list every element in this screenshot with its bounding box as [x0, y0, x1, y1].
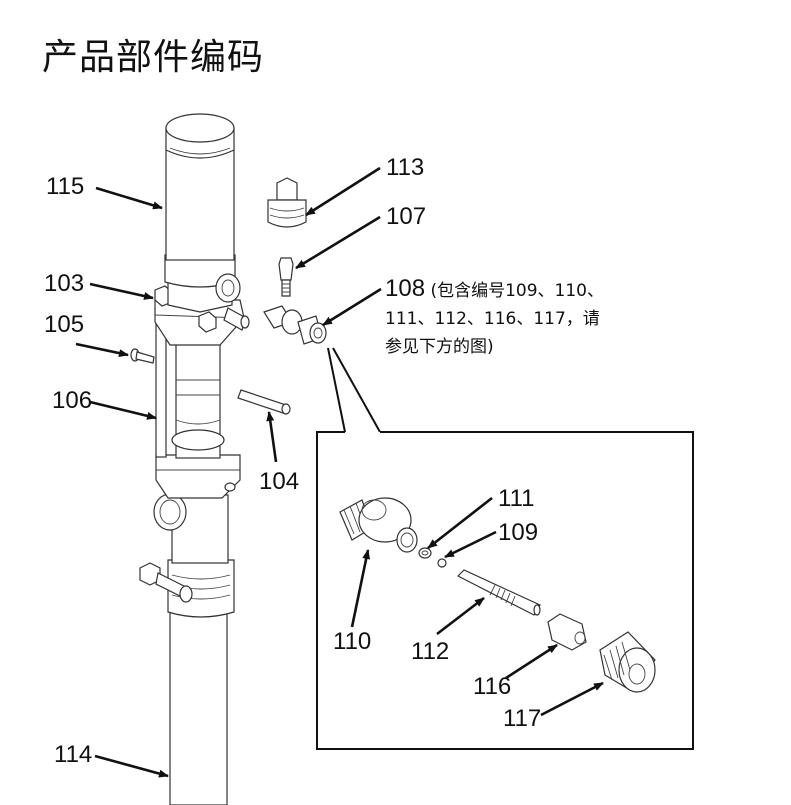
detail-part-111 — [418, 547, 432, 559]
callout-leader — [327, 347, 381, 433]
detail-part-112 — [456, 569, 541, 616]
note-108-line1: 108 (包含编号109、110、 — [385, 275, 645, 305]
leader-arrows — [75, 166, 604, 778]
detail-part-117 — [599, 631, 656, 693]
label-117: 117 — [503, 705, 541, 732]
detail-part-109 — [437, 558, 447, 568]
label-112: 112 — [411, 638, 449, 665]
label-107: 107 — [386, 203, 426, 230]
part-104-pin — [237, 389, 291, 415]
label-108: 108 — [385, 275, 426, 302]
lower-collar — [167, 559, 235, 618]
label-109: 109 — [498, 519, 538, 546]
page-title: 产品部件编码 — [42, 37, 265, 78]
label-111: 111 — [498, 485, 534, 512]
label-106: 106 — [52, 387, 92, 414]
note-108-text1: (包含编号109、110、 — [430, 281, 604, 301]
label-110: 110 — [333, 628, 371, 655]
note-108-line2: 111、112、116、117，请 — [385, 309, 600, 329]
detail-part-110 — [339, 497, 418, 553]
lower-bracket — [155, 454, 241, 499]
part-114-tube — [169, 609, 228, 805]
label-113: 113 — [386, 154, 424, 181]
part-113-coupler — [267, 177, 307, 228]
part-107-fitting — [278, 257, 294, 297]
pump-assembly — [139, 113, 250, 805]
side-port — [153, 493, 187, 531]
label-116: 116 — [473, 673, 511, 700]
part-105-screw — [130, 348, 155, 364]
label-115: 115 — [46, 173, 84, 200]
label-105: 105 — [44, 311, 84, 338]
note-108: 108 (包含编号109、110、 111、112、116、117，请 参见下方… — [385, 275, 645, 361]
label-103: 103 — [44, 270, 84, 297]
label-114: 114 — [54, 741, 92, 768]
detail-part-116 — [547, 613, 587, 651]
note-108-line3: 参见下方的图) — [385, 337, 494, 357]
part-108-valve — [263, 305, 327, 345]
label-104: 104 — [259, 468, 299, 495]
part-115-cylinder — [165, 149, 235, 261]
